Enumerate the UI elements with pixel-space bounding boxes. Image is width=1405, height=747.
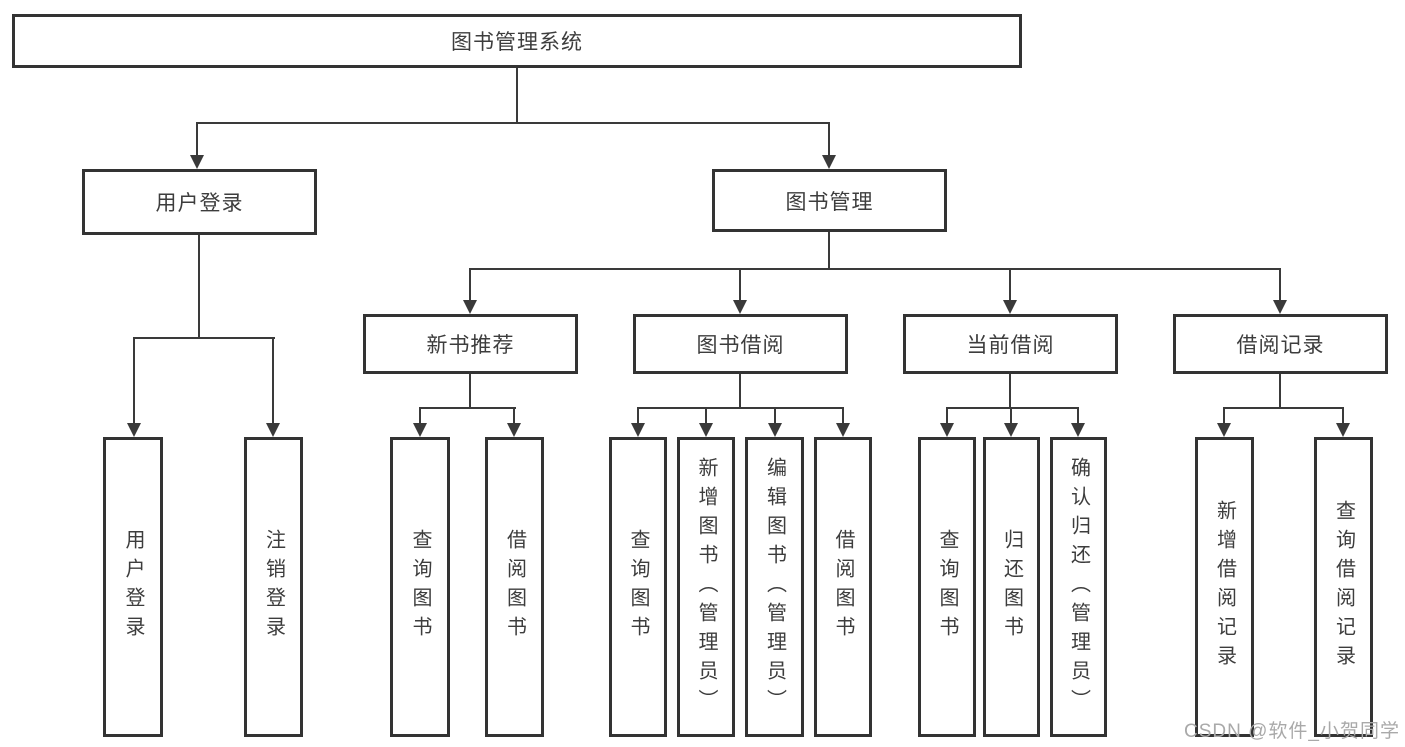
leaf-logout: 注销登录	[244, 437, 303, 737]
connector-vline	[637, 407, 639, 425]
arrow-down-icon	[699, 423, 713, 437]
arrow-down-icon	[1003, 300, 1017, 314]
arrow-down-icon	[1071, 423, 1085, 437]
node-current-borrow: 当前借阅	[903, 314, 1118, 374]
leaf-cb-return-books: 归还图书	[983, 437, 1040, 737]
connector-vline	[1223, 407, 1225, 425]
leaf-cb-confirm-return-admin: 确认归还（管理员）	[1050, 437, 1107, 737]
leaf-bb-add-books-admin: 新增图书（管理员）	[677, 437, 735, 737]
connector-vline	[739, 374, 741, 407]
connector-vline	[1279, 374, 1281, 407]
connector-vline	[513, 407, 515, 425]
connector-vline	[1009, 268, 1011, 302]
connector-vline	[946, 407, 948, 425]
leaf-bb-query-books: 查询图书	[609, 437, 667, 737]
watermark-text: CSDN @软件_小贺同学	[1184, 721, 1400, 742]
arrow-down-icon	[190, 155, 204, 169]
leaf-nb-query-books-label: 查询图书	[409, 529, 431, 645]
leaf-br-add-borrow-record-label: 新增借阅记录	[1213, 500, 1236, 674]
connector-vline	[705, 407, 707, 425]
connector-vline	[133, 337, 135, 425]
connector-hline	[133, 337, 275, 339]
leaf-bb-borrow-books-label: 借阅图书	[832, 529, 854, 645]
leaf-cb-confirm-return-admin-label: 确认归还（管理员）	[1067, 456, 1090, 718]
leaf-nb-borrow-books-label: 借阅图书	[503, 529, 526, 645]
leaf-br-add-borrow-record: 新增借阅记录	[1195, 437, 1254, 737]
arrow-down-icon	[836, 423, 850, 437]
arrow-down-icon	[507, 423, 521, 437]
leaf-bb-edit-books-admin: 编辑图书（管理员）	[745, 437, 804, 737]
leaf-br-query-borrow-record-label: 查询借阅记录	[1332, 500, 1355, 674]
connector-vline	[469, 268, 471, 302]
connector-vline	[198, 235, 200, 337]
connector-vline	[516, 68, 518, 122]
connector-vline	[1010, 407, 1012, 425]
connector-vline	[1342, 407, 1344, 425]
node-borrow-records: 借阅记录	[1173, 314, 1388, 374]
connector-vline	[842, 407, 844, 425]
arrow-down-icon	[266, 423, 280, 437]
arrow-down-icon	[463, 300, 477, 314]
connector-hline	[469, 268, 1281, 270]
arrow-down-icon	[822, 155, 836, 169]
connector-vline	[469, 374, 471, 407]
leaf-bb-borrow-books: 借阅图书	[814, 437, 872, 737]
node-user-login-label: 用户登录	[155, 192, 244, 215]
leaf-nb-query-books: 查询图书	[390, 437, 450, 737]
node-root: 图书管理系统	[12, 14, 1022, 68]
connector-vline	[272, 337, 274, 425]
node-book-borrow-label: 图书借阅	[696, 334, 785, 357]
leaf-user-login: 用户登录	[103, 437, 163, 737]
leaf-user-login-label: 用户登录	[122, 529, 144, 645]
leaf-cb-return-books-label: 归还图书	[1000, 529, 1023, 645]
leaf-cb-query-books-label: 查询图书	[936, 529, 958, 645]
node-new-book-recommend: 新书推荐	[363, 314, 578, 374]
connector-hline	[637, 407, 844, 409]
node-book-management: 图书管理	[712, 169, 947, 232]
arrow-down-icon	[1217, 423, 1231, 437]
leaf-bb-add-books-admin-label: 新增图书（管理员）	[695, 456, 717, 718]
connector-vline	[828, 122, 830, 157]
connector-hline	[196, 122, 830, 124]
arrow-down-icon	[940, 423, 954, 437]
arrow-down-icon	[1004, 423, 1018, 437]
leaf-bb-query-books-label: 查询图书	[627, 529, 649, 645]
arrow-down-icon	[768, 423, 782, 437]
arrow-down-icon	[1336, 423, 1350, 437]
node-user-login: 用户登录	[82, 169, 317, 235]
connector-hline	[946, 407, 1079, 409]
connector-vline	[419, 407, 421, 425]
leaf-logout-label: 注销登录	[262, 529, 285, 645]
arrow-down-icon	[631, 423, 645, 437]
connector-hline	[1223, 407, 1344, 409]
connector-vline	[828, 232, 830, 268]
arrow-down-icon	[1273, 300, 1287, 314]
arrow-down-icon	[127, 423, 141, 437]
leaf-cb-query-books: 查询图书	[918, 437, 976, 737]
arrow-down-icon	[733, 300, 747, 314]
connector-vline	[739, 268, 741, 302]
leaf-bb-edit-books-admin-label: 编辑图书（管理员）	[763, 456, 786, 718]
connector-vline	[774, 407, 776, 425]
node-current-borrow-label: 当前借阅	[966, 334, 1055, 357]
connector-vline	[1077, 407, 1079, 425]
leaf-nb-borrow-books: 借阅图书	[485, 437, 544, 737]
node-book-management-label: 图书管理	[785, 190, 874, 214]
node-new-book-recommend-label: 新书推荐	[426, 334, 515, 357]
connector-vline	[1009, 374, 1011, 407]
node-borrow-records-label: 借阅记录	[1236, 334, 1325, 357]
leaf-br-query-borrow-record: 查询借阅记录	[1314, 437, 1373, 737]
arrow-down-icon	[413, 423, 427, 437]
node-book-borrow: 图书借阅	[633, 314, 848, 374]
node-root-label: 图书管理系统	[451, 31, 583, 54]
connector-hline	[419, 407, 516, 409]
connector-vline	[1279, 268, 1281, 302]
connector-vline	[196, 122, 198, 157]
